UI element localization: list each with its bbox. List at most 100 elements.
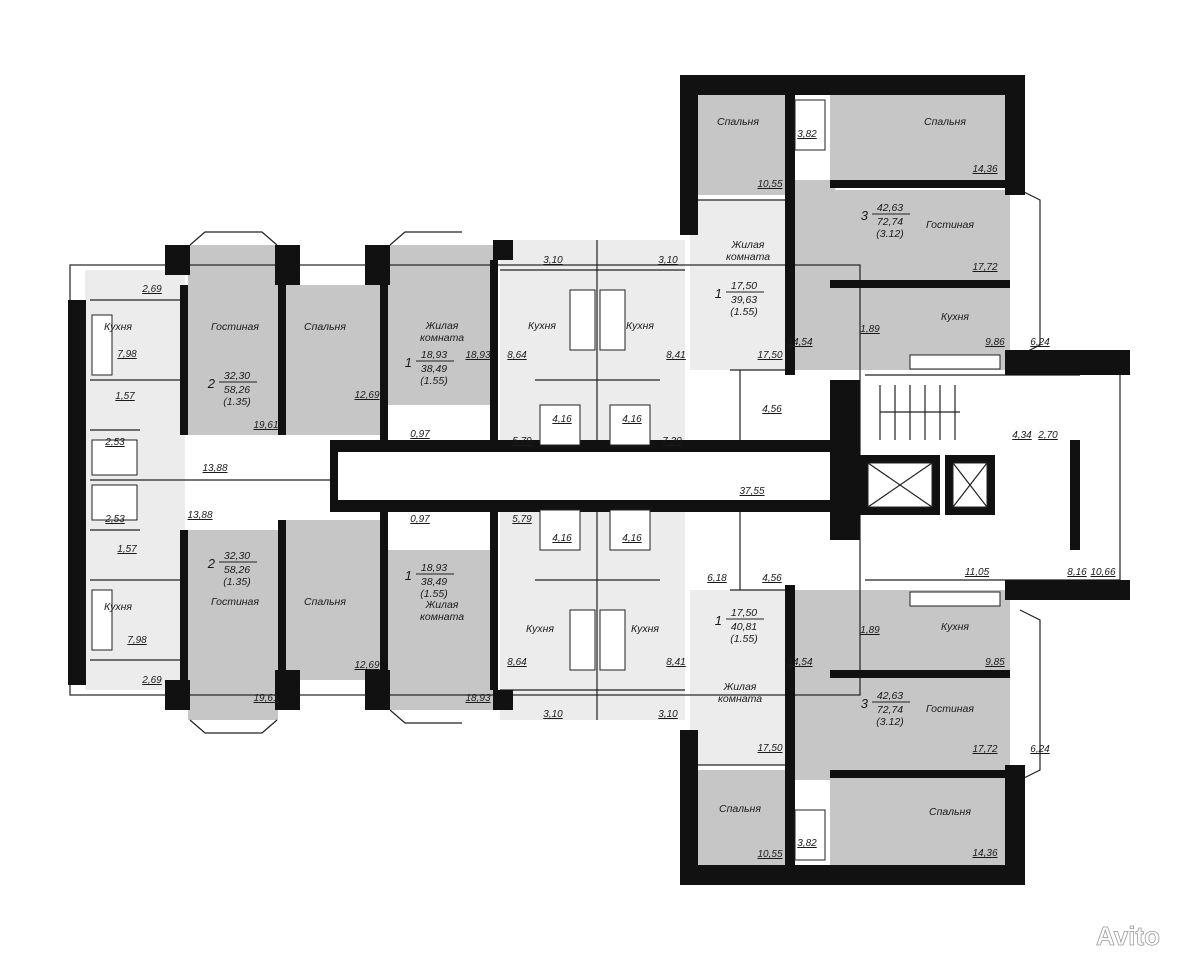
apartment-living-area: 42,63: [877, 202, 903, 214]
area-label: 4,16: [552, 414, 572, 425]
area-label: 2,70: [1037, 430, 1058, 441]
area-label: 8,41: [666, 350, 685, 361]
bedroom-right-top-b: [830, 95, 1010, 185]
area-label: 19,61: [253, 693, 278, 704]
area-label: 6,24: [1030, 337, 1050, 348]
room-label: Спальня: [717, 116, 759, 128]
bedroom-right-top-a: [688, 95, 788, 195]
room-label: Жилая: [723, 681, 757, 693]
apartment-living-area: 32,30: [224, 550, 250, 562]
apartment-total-area: 40,81: [731, 621, 757, 633]
area-label: 14,36: [972, 848, 997, 859]
room-label: Спальня: [719, 803, 761, 815]
apartment-coefficient: (1.55): [420, 375, 447, 387]
room-label: Гостиная: [211, 596, 259, 608]
apartment-coefficient: (3.12): [876, 228, 903, 240]
area-label: 10,55: [757, 849, 782, 860]
area-label: 3,82: [797, 838, 817, 849]
apartment-rooms-count: 3: [861, 696, 869, 711]
room-label: Кухня: [631, 623, 659, 635]
living-room-left-top: [188, 245, 278, 435]
area-label: 18,93: [465, 350, 490, 361]
room-label: Жилая: [425, 599, 459, 611]
area-label: 13,88: [202, 463, 227, 474]
apartment-coefficient: (1.55): [730, 633, 757, 645]
apartment-coefficient: (1.55): [730, 306, 757, 318]
area-label: 9,86: [985, 337, 1005, 348]
area-label: 8,64: [507, 350, 527, 361]
area-label: 6,24: [1030, 744, 1050, 755]
room-label: Спальня: [924, 116, 966, 128]
apartment-total-area: 72,74: [877, 216, 903, 228]
apartment-living-area: 17,50: [731, 607, 757, 619]
bedroom-right-bottom-b: [830, 775, 1010, 870]
room-label: комната: [726, 251, 770, 263]
area-label: 8,64: [507, 657, 527, 668]
area-label: 8,16: [1067, 567, 1087, 578]
area-label: 3,82: [797, 129, 817, 140]
area-label: 11,05: [965, 567, 990, 578]
apartment-coefficient: (3.12): [876, 716, 903, 728]
area-label: 1,57: [117, 544, 137, 555]
apartment-total-area: 38,49: [421, 363, 447, 375]
area-label: 4,16: [622, 414, 642, 425]
area-label: 3,10: [658, 709, 678, 720]
room-label: Жилая: [425, 320, 459, 332]
area-label: 3,10: [658, 255, 678, 266]
area-label: 0,97: [410, 514, 430, 525]
area-label: 4,56: [762, 404, 782, 415]
area-label: 3,10: [543, 255, 563, 266]
area-label: 4,56: [762, 573, 782, 584]
room-label: Кухня: [626, 320, 654, 332]
apartment-total-area: 39,63: [731, 294, 757, 306]
balcony-right-bottom: [1010, 610, 1040, 770]
apartment-total-area: 38,49: [421, 576, 447, 588]
apartment-living-area: 42,63: [877, 690, 903, 702]
room-label: Кухня: [104, 321, 132, 333]
area-label: 5,79: [512, 514, 532, 525]
room-label: Гостиная: [926, 703, 974, 715]
apartment-total-area: 58,26: [224, 384, 250, 396]
room-label: комната: [718, 693, 762, 705]
room-label: Кухня: [941, 621, 969, 633]
room-label: Спальня: [929, 806, 971, 818]
room-label: комната: [420, 332, 464, 344]
area-label: 14,54: [787, 337, 812, 348]
area-label: 12,69: [354, 660, 379, 671]
apartment-rooms-count: 1: [715, 286, 722, 301]
area-label: 10,55: [757, 179, 782, 190]
area-label: 2,69: [141, 675, 162, 686]
watermark: Avito: [1096, 921, 1160, 951]
area-label: 7,98: [117, 349, 137, 360]
room-label: Кухня: [528, 320, 556, 332]
apartment-rooms-count: 3: [861, 208, 869, 223]
area-label: 4,16: [622, 533, 642, 544]
area-label: 10,66: [1090, 567, 1115, 578]
apartment-rooms-count: 2: [207, 556, 216, 571]
area-label: 17,72: [972, 262, 997, 273]
hall-right-bottom: [790, 590, 835, 780]
elevators: [867, 462, 988, 508]
room-fills: [85, 95, 1040, 870]
apartment-living-area: 18,93: [421, 349, 447, 361]
apartment-total-area: 58,26: [224, 564, 250, 576]
apartment-living-area: 18,93: [421, 562, 447, 574]
area-label: 2,53: [104, 437, 125, 448]
area-label: 5,79: [512, 436, 532, 447]
room-label: Кухня: [526, 623, 554, 635]
area-label: 2,69: [141, 284, 162, 295]
area-label: 1,89: [860, 324, 880, 335]
area-label: 37,55: [739, 486, 764, 497]
bedroom-left-bottom: [285, 520, 380, 680]
area-label: 1,89: [860, 625, 880, 636]
apartment-rooms-count: 1: [715, 613, 722, 628]
apartment-rooms-count: 1: [405, 355, 412, 370]
living-room-mid-top: [388, 245, 498, 405]
area-label: 9,85: [985, 657, 1005, 668]
living-room-mid-bottom: [388, 550, 498, 710]
apartment-total-area: 72,74: [877, 704, 903, 716]
area-label: 3,10: [543, 709, 563, 720]
area-label: 14,54: [787, 657, 812, 668]
apartment-coefficient: (1.55): [420, 588, 447, 600]
area-label: 4,16: [552, 533, 572, 544]
